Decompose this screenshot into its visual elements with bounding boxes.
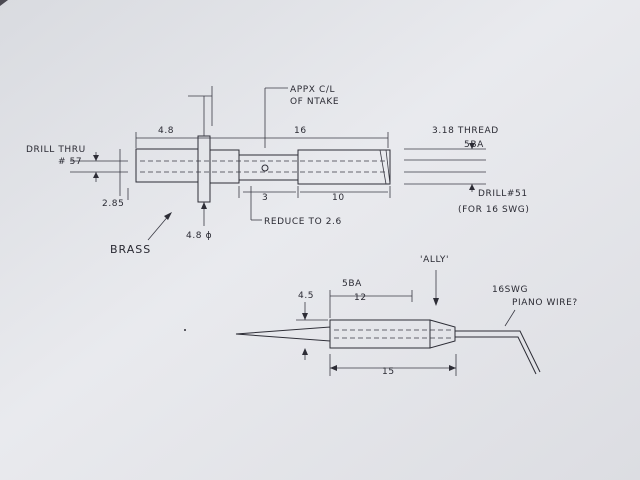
ink-dot xyxy=(184,329,186,331)
dim-4-5-label: 4.5 xyxy=(298,291,314,301)
diameter-4-8-label: 4.8 ϕ xyxy=(186,231,212,241)
threaded-shank xyxy=(297,149,391,185)
approx-cl-label-2: OF NTAKE xyxy=(290,97,339,107)
intake-hole xyxy=(261,164,269,172)
dim-2-85-label: 2.85 xyxy=(102,199,124,209)
drill-number-label: # 57 xyxy=(58,157,82,167)
approx-cl-label-1: APPX C/L xyxy=(290,85,335,95)
for-16swg-label: (FOR 16 SWG) xyxy=(458,205,530,215)
ally-label: 'ALLY' xyxy=(420,255,449,265)
thread-label-2: 5BA xyxy=(464,140,484,150)
part1-brass-fitting xyxy=(70,86,486,241)
dim-10-label: 10 xyxy=(332,193,345,203)
dim-4-8-label: 4.8 xyxy=(158,126,174,136)
ally-taper xyxy=(429,319,456,349)
dim-15-label: 15 xyxy=(382,367,395,377)
wire-gauge-label: 16SWG xyxy=(492,285,528,295)
thread-label-1: 3.18 THREAD xyxy=(432,126,499,136)
dim-3-label: 3 xyxy=(262,193,268,203)
piano-wire-edge xyxy=(455,336,537,375)
wire-type-label: PIANO WIRE? xyxy=(512,298,578,308)
drill-51-label: DRILL#51 xyxy=(478,189,528,199)
thread-5ba-label: 5BA xyxy=(342,279,362,289)
dim-12-label: 12 xyxy=(354,293,367,303)
drill-thru-label: DRILL THRU xyxy=(26,145,86,155)
part2-ally-fitting xyxy=(235,270,541,376)
dim-16-label: 16 xyxy=(294,126,307,136)
piano-wire xyxy=(455,330,541,373)
reduce-label: REDUCE TO 2.6 xyxy=(264,217,342,227)
brass-label: BRASS xyxy=(110,243,151,256)
